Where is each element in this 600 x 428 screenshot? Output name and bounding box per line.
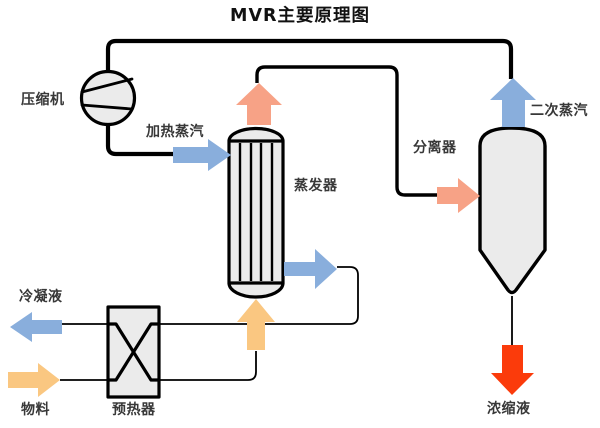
pipe-evaporator-condensate-to-preheater [159,266,359,325]
pipe-evaporator-top-to-separator [255,65,438,197]
pipe-separator-to-compressor-top [105,38,514,79]
compressor-circle [79,69,137,127]
condensate-label: 冷凝液 [19,289,63,305]
page-title: MVR主要原理图 [230,6,370,26]
pipe-preheater-to-evaporator-feed [159,351,257,381]
heating-steam-arrow [173,139,231,171]
vessels [79,69,547,299]
vapor-to-separator-arrow [437,178,480,213]
separator-label: 分离器 [413,140,457,156]
secondary-steam-label: 二次蒸汽 [530,103,588,119]
feed-to-evaporator-arrow [237,299,275,350]
compressor-blade-lower [80,103,134,111]
evaporator-top-dome [227,126,285,142]
evaporator-condensate-arrow [284,249,337,289]
evaporator-bottom-dome [227,282,285,299]
separator-body [478,126,547,295]
feed-label: 物料 [21,402,50,418]
thin-process-lines [60,266,359,382]
secondary-steam-up-arrow [490,78,536,127]
condensate-out-arrow [10,312,62,342]
compressor-blade-upper [80,77,134,94]
concentrate-out-arrow [491,345,534,395]
evaporator-tubes [238,143,274,281]
concentrate-label: 浓缩液 [487,401,531,417]
evaporator-label: 蒸发器 [294,178,338,194]
evaporator-body [227,139,285,285]
heating-steam-label: 加热蒸汽 [146,124,204,140]
flow-arrows [8,78,536,397]
feed-in-arrow [8,363,60,397]
evaporator-vapor-up-arrow [236,83,282,125]
preheater-cross-line-up [108,322,159,382]
compressor-label: 压缩机 [21,92,65,108]
pipe-compressor-to-heating-steam [105,123,174,157]
pipes [105,38,514,346]
preheater-label: 预热器 [112,402,156,418]
